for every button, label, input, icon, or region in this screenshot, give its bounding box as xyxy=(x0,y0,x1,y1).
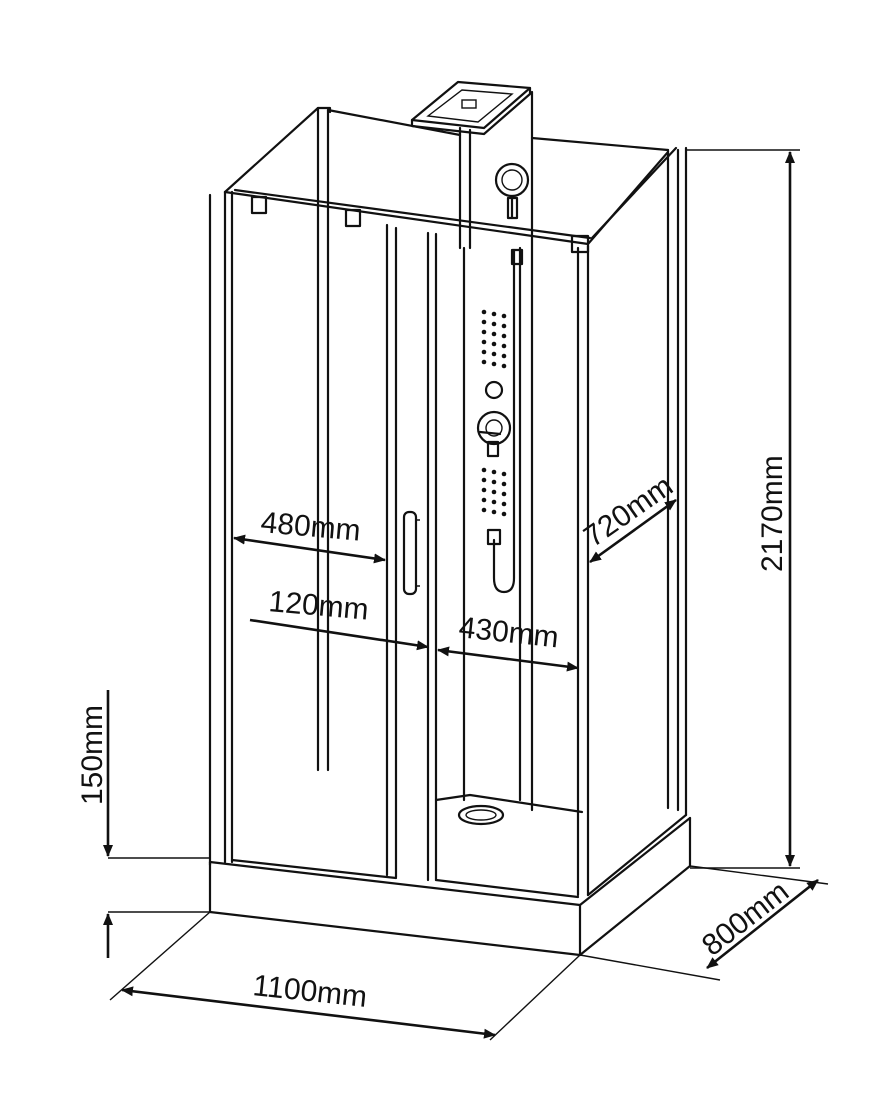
body-jets-bottom xyxy=(481,467,507,517)
width-dimension-line xyxy=(121,986,496,1039)
side-panel-label: 720mm xyxy=(578,469,679,553)
depth-dimension-line xyxy=(706,878,819,970)
hand-shower-icon xyxy=(494,162,530,198)
tray-height-label: 150mm xyxy=(76,705,109,805)
body-jets-top xyxy=(481,309,507,369)
door-width-dimension-line xyxy=(233,534,386,564)
diverter-knob-icon xyxy=(484,380,504,400)
gap-label: 120mm xyxy=(267,585,370,627)
dimension-lines xyxy=(103,149,829,1041)
inner-width-dimension-line xyxy=(437,646,579,672)
gap-dimension-line xyxy=(249,618,429,651)
door-handle-icon xyxy=(402,510,420,596)
height-label: 2170mm xyxy=(756,455,789,572)
shower-tray xyxy=(208,793,692,957)
shower-column xyxy=(410,80,534,812)
side-panel-dimension-line xyxy=(589,498,677,564)
mixer-valve-icon xyxy=(476,410,512,446)
inner-width-label: 430mm xyxy=(457,611,560,654)
shower-hose-icon xyxy=(492,248,516,594)
drain-icon xyxy=(457,804,505,826)
cabin-frame xyxy=(208,106,688,899)
depth-label: 800mm xyxy=(696,875,795,963)
door-width-label: 480mm xyxy=(259,506,362,548)
